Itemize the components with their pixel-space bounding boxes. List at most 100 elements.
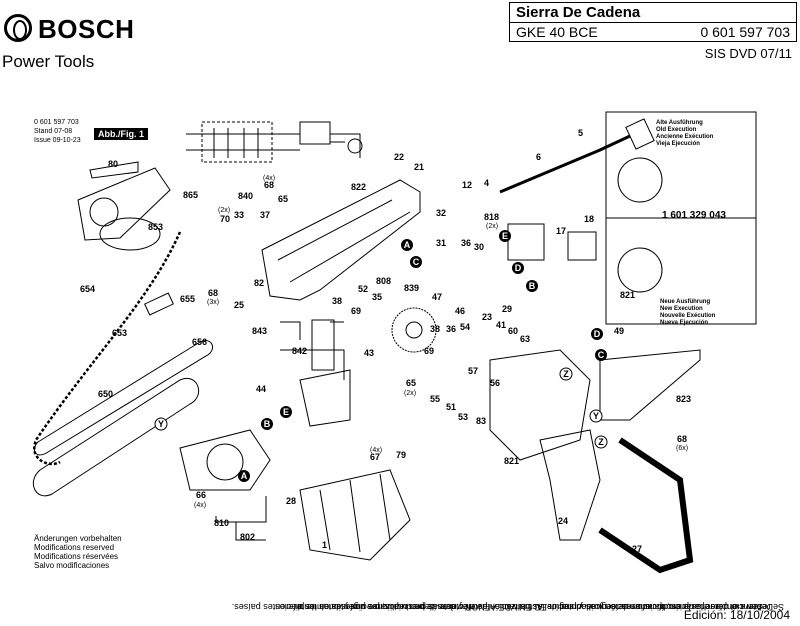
callout-821: 821 bbox=[504, 456, 519, 466]
callout-41: 41 bbox=[496, 320, 506, 330]
inset-old-part: 1 601 329 043 bbox=[662, 210, 726, 221]
marker-C: C bbox=[595, 349, 607, 361]
sprocket-cover-865 bbox=[77, 161, 171, 241]
callout-69: 69 bbox=[351, 306, 361, 316]
housing-822 bbox=[261, 179, 421, 301]
callout-65: 65 bbox=[278, 194, 288, 204]
doc-number: 0 601 597 703 bbox=[34, 119, 79, 126]
svg-text:B: B bbox=[529, 281, 536, 291]
marker-B: B bbox=[261, 418, 273, 430]
svg-text:A: A bbox=[241, 471, 248, 481]
tool-model: GKE 40 BCE bbox=[516, 24, 598, 40]
callout-839: 839 bbox=[404, 283, 419, 293]
marker-Y: Y bbox=[154, 417, 168, 431]
callout-810: 810 bbox=[214, 518, 229, 528]
callout-1: 1 bbox=[322, 540, 327, 550]
callout-853: 853 bbox=[148, 222, 163, 232]
inset-text: Alte Ausführung Old Execution Ancienne E… bbox=[656, 120, 716, 326]
group-bracket-843 bbox=[280, 321, 345, 380]
bar-plate-655 bbox=[144, 292, 174, 316]
svg-text:Y: Y bbox=[593, 411, 599, 421]
callout-650: 650 bbox=[98, 389, 113, 399]
callout-68-qty: (6x) bbox=[676, 445, 688, 452]
callout-808: 808 bbox=[376, 276, 391, 286]
sis-dvd-label: SIS DVD 07/11 bbox=[704, 46, 792, 61]
callout-36: 36 bbox=[446, 324, 456, 334]
callout-63: 63 bbox=[520, 334, 530, 344]
inset-new-detail bbox=[617, 247, 663, 293]
callout-57: 57 bbox=[468, 366, 478, 376]
title-box: Sierra De Cadena GKE 40 BCE 0 601 597 70… bbox=[509, 2, 797, 42]
marker-E: E bbox=[499, 230, 511, 242]
callout-43: 43 bbox=[364, 348, 374, 358]
brand-subtitle: Power Tools bbox=[2, 52, 95, 71]
callout-35: 35 bbox=[372, 292, 382, 302]
mod-es: Salvo modificaciones bbox=[34, 561, 110, 570]
callout-83: 83 bbox=[476, 416, 486, 426]
callout-66-qty: (4x) bbox=[194, 502, 206, 509]
marker-Z: Z bbox=[559, 367, 573, 381]
inset-old-detail bbox=[617, 157, 663, 203]
callout-24: 24 bbox=[558, 516, 568, 526]
callout-54: 54 bbox=[460, 322, 470, 332]
callout-843: 843 bbox=[252, 326, 267, 336]
svg-text:E: E bbox=[502, 231, 508, 241]
callout-38: 38 bbox=[332, 296, 342, 306]
oil-tank-43 bbox=[299, 369, 351, 427]
saw-chain-654 bbox=[33, 231, 182, 466]
inset-new-label-en: New Execution bbox=[660, 306, 703, 312]
callout-823: 823 bbox=[676, 394, 691, 404]
callout-47: 47 bbox=[432, 292, 442, 302]
callout-65: 65 bbox=[406, 378, 416, 388]
gear-839 bbox=[391, 307, 437, 353]
callout-82: 82 bbox=[254, 278, 264, 288]
callout-68-qty: (4x) bbox=[263, 175, 275, 182]
callout-840: 840 bbox=[238, 191, 253, 201]
callout-70-qty: (2x) bbox=[218, 207, 230, 214]
callout-802: 802 bbox=[240, 532, 255, 542]
callout-80: 80 bbox=[108, 159, 118, 169]
callout-655: 655 bbox=[180, 294, 195, 304]
marker-B: B bbox=[526, 280, 538, 292]
marker-A: A bbox=[401, 239, 413, 251]
marker-D: D bbox=[591, 328, 603, 340]
handle-27 bbox=[598, 437, 694, 574]
inset-old-label-es: Vieja Ejecución bbox=[656, 141, 700, 147]
callout-25: 25 bbox=[234, 300, 244, 310]
plug-5 bbox=[625, 118, 655, 150]
callout-53: 53 bbox=[458, 412, 468, 422]
marker-E: E bbox=[280, 406, 292, 418]
cover-823 bbox=[599, 349, 701, 421]
inset-new-label-de: Neue Ausführung bbox=[660, 299, 710, 305]
callout-31: 31 bbox=[436, 238, 446, 248]
handle-24 bbox=[539, 429, 601, 541]
callout-38: 38 bbox=[430, 324, 440, 334]
svg-text:B: B bbox=[264, 419, 271, 429]
switch-17 bbox=[507, 223, 545, 261]
marker-D: D bbox=[512, 262, 524, 274]
callout-49: 49 bbox=[614, 326, 624, 336]
svg-text:Y: Y bbox=[158, 419, 164, 429]
callout-654: 654 bbox=[80, 284, 95, 294]
callout-822: 822 bbox=[351, 182, 366, 192]
callout-5: 5 bbox=[578, 128, 583, 138]
washer-853 bbox=[99, 217, 161, 251]
inset-old-label-de: Alte Ausführung bbox=[656, 120, 703, 126]
switch-18 bbox=[567, 231, 597, 261]
svg-text:Z: Z bbox=[598, 437, 604, 447]
callout-32: 32 bbox=[436, 208, 446, 218]
callout-18: 18 bbox=[584, 214, 594, 224]
callout-68: 68 bbox=[677, 434, 687, 444]
callout-44: 44 bbox=[256, 384, 266, 394]
callout-68-qty: (3x) bbox=[207, 299, 219, 306]
callout-29: 29 bbox=[502, 304, 512, 314]
callout-65-qty: (2x) bbox=[404, 390, 416, 397]
callout-23: 23 bbox=[482, 312, 492, 322]
callout-66: 66 bbox=[196, 490, 206, 500]
housing-821 bbox=[489, 349, 591, 461]
callout-28: 28 bbox=[286, 496, 296, 506]
inset-new-label-fr: Nouvelle Exécution bbox=[660, 313, 716, 319]
figure-label: Abb./Fig. 1 bbox=[94, 128, 148, 140]
callout-55: 55 bbox=[430, 394, 440, 404]
inset-new-part: 821 bbox=[620, 290, 635, 300]
